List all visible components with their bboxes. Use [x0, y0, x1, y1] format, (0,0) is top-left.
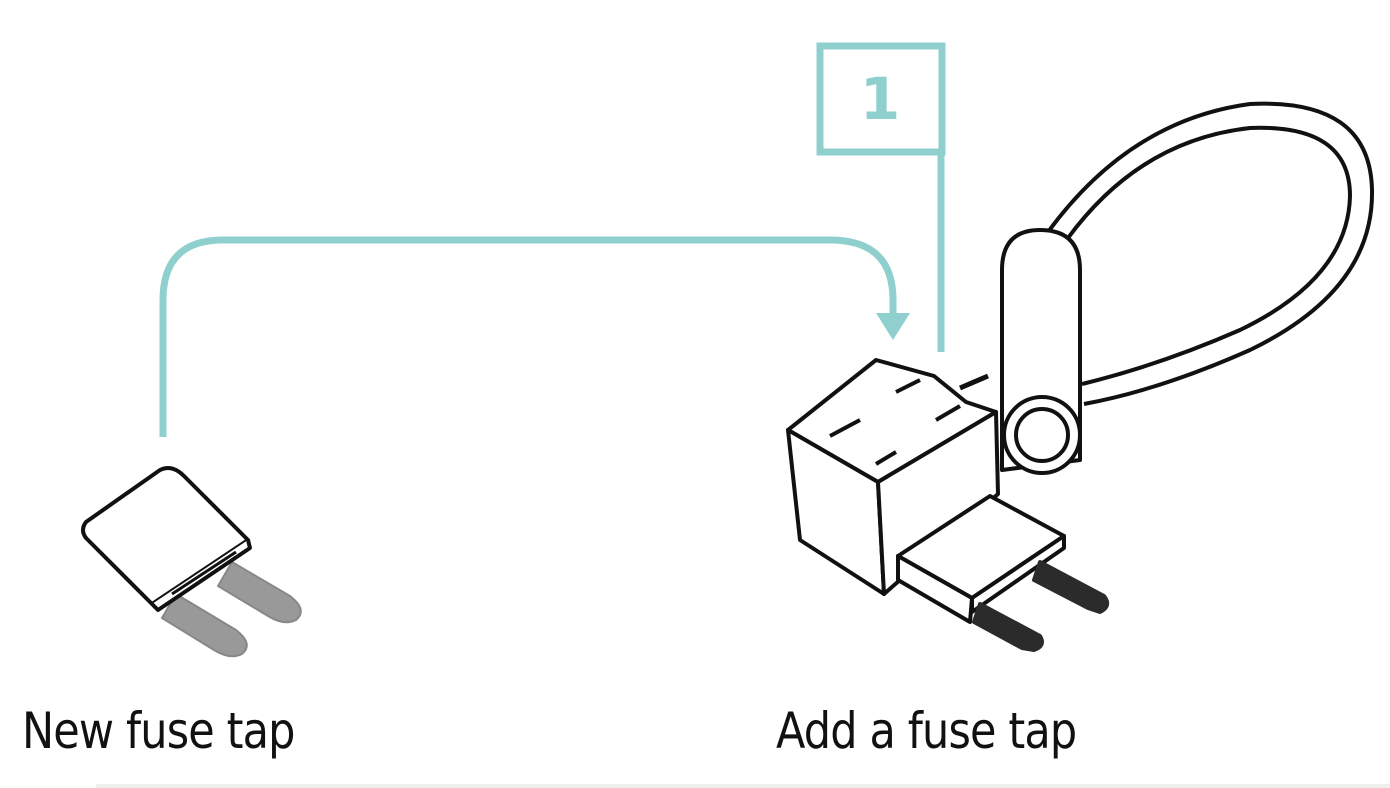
step-callout	[816, 42, 946, 352]
caption-new-fuse-tap: New fuse tap	[22, 702, 295, 760]
tap-fuse-blade	[972, 602, 1044, 652]
fuse-blade	[161, 593, 248, 658]
tap-fuse-front	[896, 554, 974, 624]
tap-fuse-blade	[1032, 560, 1110, 614]
wire-loop-inner	[1066, 125, 1352, 386]
curved-arrow-icon	[159, 236, 910, 437]
fuse-tap-holder-icon	[786, 101, 1375, 652]
footer-divider	[96, 784, 1390, 788]
wire-end-inner	[1014, 407, 1070, 463]
caption-add-fuse-tap: Add a fuse tap	[776, 702, 1077, 760]
wire-loop-outer	[1046, 101, 1375, 406]
arrow-path	[159, 236, 897, 437]
arrow-head	[876, 313, 910, 340]
mini-fuse-icon	[81, 466, 302, 658]
fuse-blade	[217, 561, 302, 624]
step-box	[816, 42, 946, 156]
step-number: 1	[859, 65, 901, 133]
